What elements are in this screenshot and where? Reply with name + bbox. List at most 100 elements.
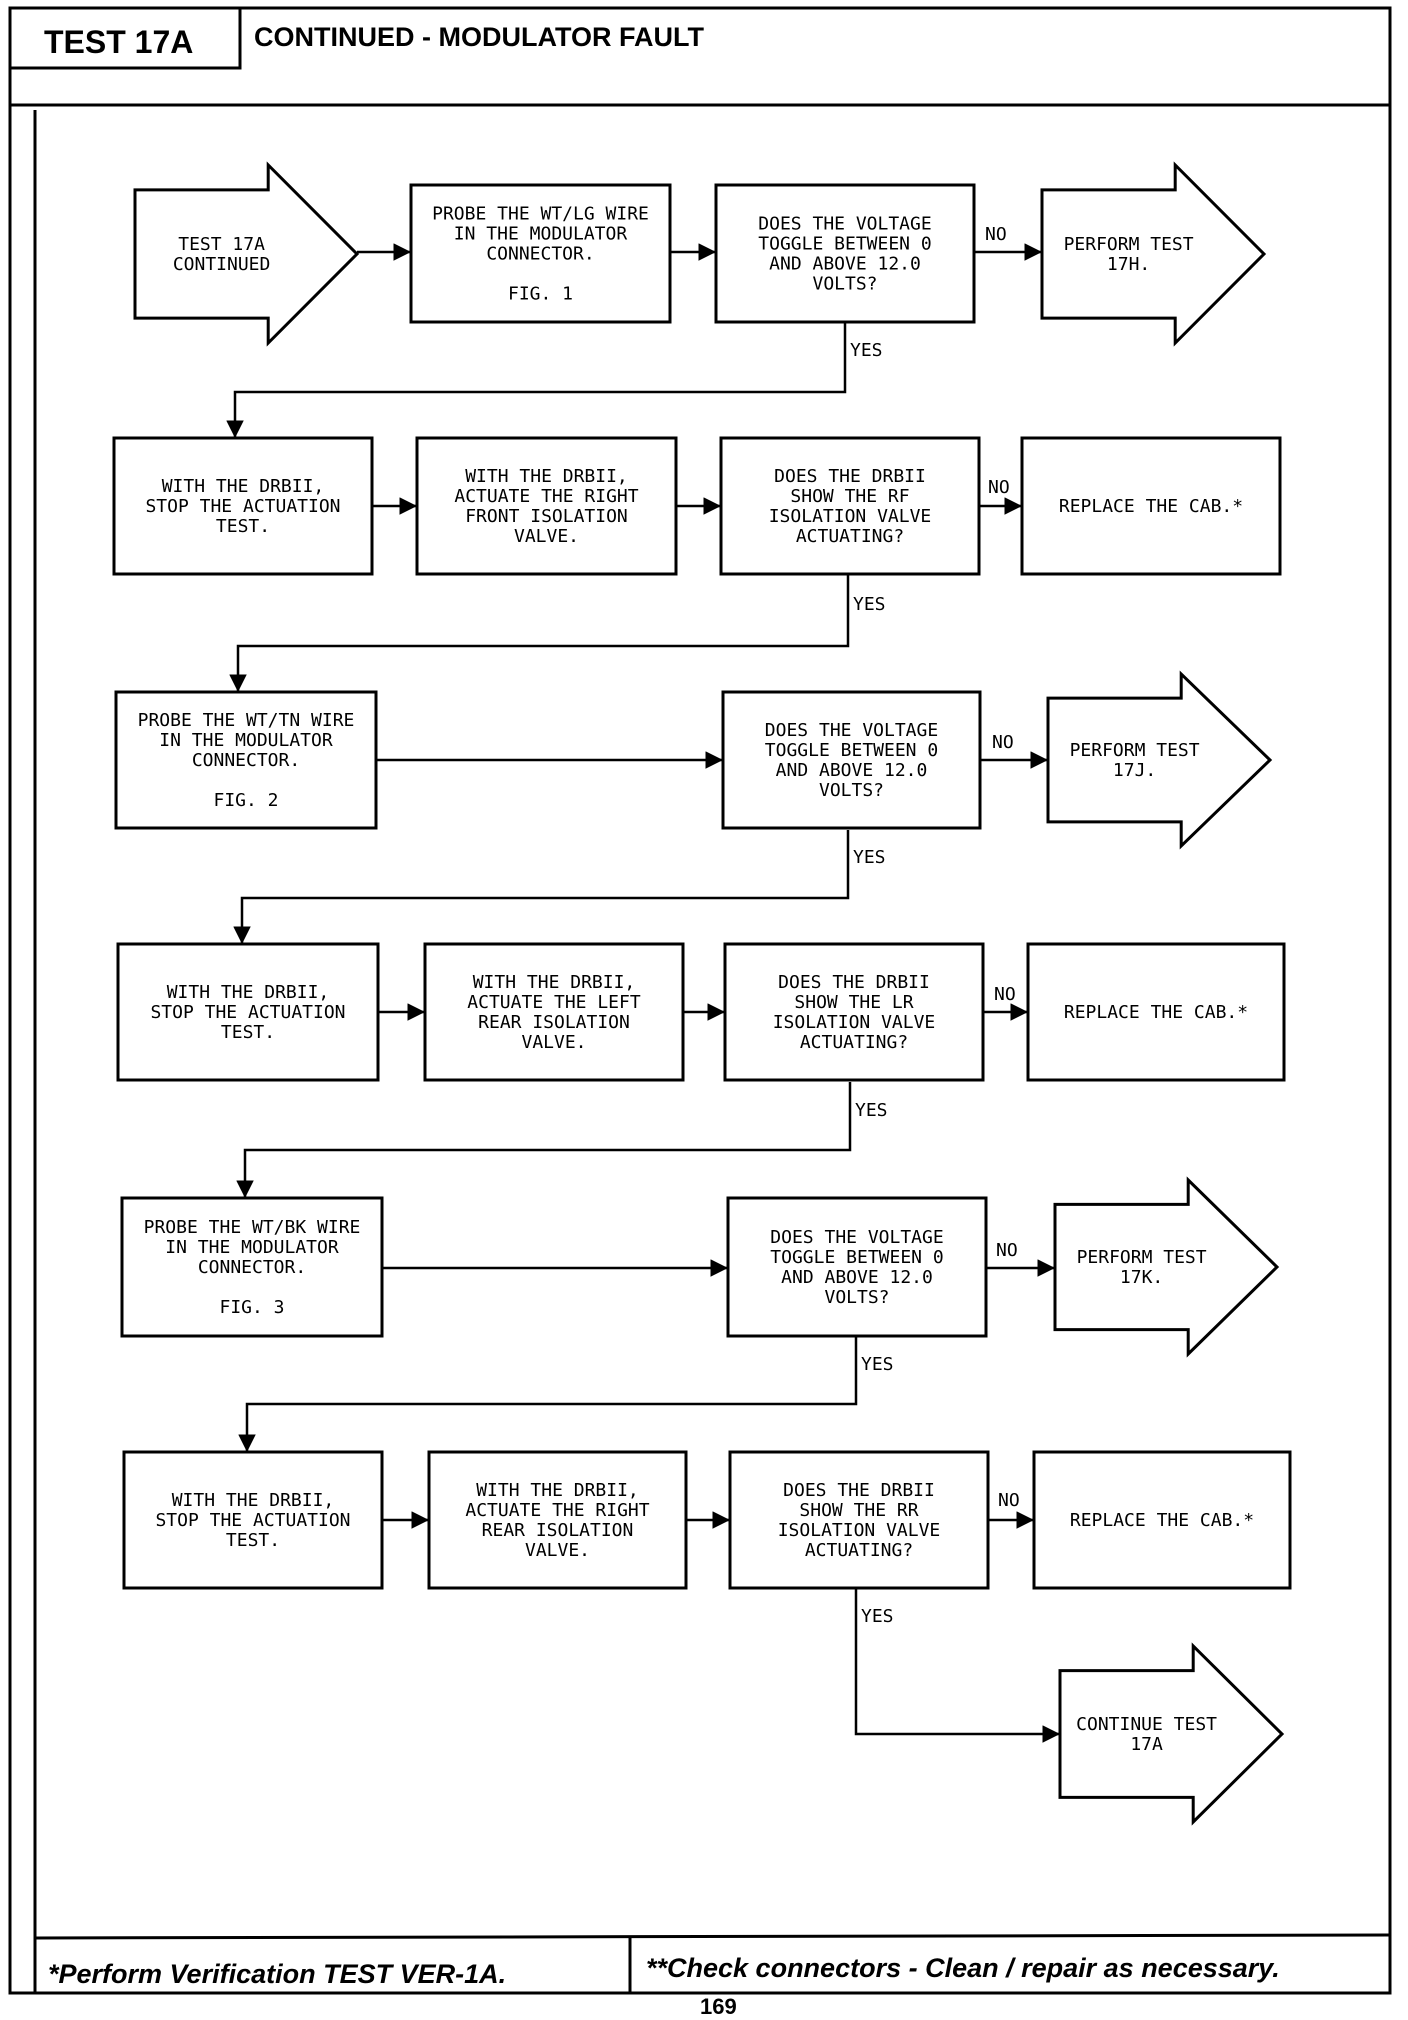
process-box-shape: [427, 1450, 688, 1590]
node-text-line: TEST.: [216, 516, 270, 537]
process-box-shape: [714, 183, 976, 324]
node-text-line: ACTUATE THE LEFT: [467, 992, 641, 1013]
edge-label-no-4: NO: [994, 984, 1016, 1005]
node-text-line: CONTINUE TEST: [1076, 1714, 1217, 1735]
node-text-line: PROBE THE WT/LG WIRE: [432, 204, 649, 225]
node-text-line: AND ABOVE 12.0: [781, 1267, 933, 1288]
node-text-line: FIG. 2: [213, 790, 278, 811]
edge-label-no-5: NO: [996, 1240, 1018, 1261]
process-box-shape: [112, 436, 374, 576]
node-text-line: STOP THE ACTUATION: [155, 1510, 350, 1531]
edge-label-yes-2: YES: [853, 594, 886, 615]
node-text-line: SHOW THE LR: [794, 992, 913, 1013]
node-text-line: WITH THE DRBII,: [172, 1490, 335, 1511]
node-text-line: AND ABOVE 12.0: [776, 760, 928, 781]
node-text-line: WITH THE DRBII,: [162, 476, 325, 497]
node-text-line: FIG. 1: [508, 284, 573, 305]
node-text-line: VOLTS?: [819, 780, 884, 801]
edge-label-no-1: NO: [985, 224, 1007, 245]
node-text-line: STOP THE ACTUATION: [145, 496, 340, 517]
edge-label-yes-6: YES: [861, 1606, 894, 1627]
process-box-shape: [409, 183, 672, 324]
node-text-line: PROBE THE WT/TN WIRE: [138, 710, 355, 731]
node-text-line: WITH THE DRBII,: [476, 1480, 639, 1501]
node-text-line: 17K.: [1120, 1267, 1163, 1288]
footer-verification-note: *Perform Verification TEST VER-1A.: [48, 1959, 506, 1989]
node-text-line: ACTUATING?: [796, 526, 904, 547]
node-text-line: ACTUATING?: [805, 1540, 913, 1561]
process-box-shape: [728, 1450, 990, 1590]
page-number: 169: [700, 1994, 737, 2019]
node-text-line: PROBE THE WT/BK WIRE: [144, 1217, 361, 1238]
node-text-line: WITH THE DRBII,: [465, 466, 628, 487]
node-text-line: DOES THE VOLTAGE: [765, 720, 938, 741]
node-text-line: REPLACE THE CAB.*: [1070, 1510, 1254, 1531]
node-text-line: CONNECTOR.: [192, 750, 300, 771]
node-text-line: 17H.: [1107, 254, 1150, 275]
node-text-line: SHOW THE RF: [790, 486, 909, 507]
node-text-line: SHOW THE RR: [799, 1500, 918, 1521]
process-box-shape: [723, 942, 985, 1082]
terminal-arrow-shape: [1046, 670, 1273, 850]
node-text-line: REPLACE THE CAB.*: [1064, 1002, 1248, 1023]
node-text-line: TEST.: [221, 1022, 275, 1043]
edge-q2-p3: [236, 1082, 852, 1198]
footer-divider-top: [34, 1933, 1391, 1940]
edge-label-yes-4: YES: [855, 1100, 888, 1121]
node-text-line: TOGGLE BETWEEN 0: [770, 1247, 943, 1268]
node-text-line: ACTUATE THE RIGHT: [465, 1500, 649, 1521]
node-text-line: IN THE MODULATOR: [159, 730, 333, 751]
node-text-line: PERFORM TEST: [1064, 234, 1194, 255]
test-id-box: [8, 6, 242, 70]
edge-q1-p2: [229, 574, 850, 692]
node-text-line: ACTUATE THE RIGHT: [454, 486, 638, 507]
node-text-line: VALVE.: [521, 1032, 586, 1053]
node-text-line: REAR ISOLATION: [478, 1012, 630, 1033]
process-box-shape: [721, 690, 982, 830]
node-text-line: CONTINUED: [173, 254, 271, 275]
process-box-shape: [726, 1196, 988, 1338]
process-box-shape: [1032, 1450, 1292, 1590]
node-text-line: DOES THE VOLTAGE: [770, 1227, 943, 1248]
node-r1: REPLACE THE CAB.*: [1020, 436, 1282, 576]
node-r3: REPLACE THE CAB.*: [1032, 1450, 1292, 1590]
node-text-line: 17J.: [1113, 760, 1156, 781]
page-frame: [8, 6, 1392, 1995]
node-text-line: TEST 17A: [178, 234, 265, 255]
process-box-shape: [120, 1196, 384, 1338]
terminal-arrow-shape: [1058, 1642, 1285, 1826]
node-text-line: ISOLATION VALVE: [778, 1520, 941, 1541]
node-text-line: STOP THE ACTUATION: [150, 1002, 345, 1023]
edge-label-no-2: NO: [988, 477, 1010, 498]
node-text-line: 17A: [1130, 1734, 1163, 1755]
edge-label-no-6: NO: [998, 1490, 1020, 1511]
process-box-shape: [415, 436, 678, 576]
test-id: TEST 17A: [44, 24, 193, 60]
process-box-shape: [122, 1450, 384, 1590]
node-text-line: VALVE.: [514, 526, 579, 547]
node-text-line: IN THE MODULATOR: [165, 1237, 339, 1258]
footer-connector-note: **Check connectors - Clean / repair as n…: [646, 1953, 1280, 1983]
node-text-line: DOES THE DRBII: [783, 1480, 935, 1501]
node-text-line: DOES THE DRBII: [774, 466, 926, 487]
node-text-line: AND ABOVE 12.0: [769, 254, 921, 275]
process-box-shape: [1020, 436, 1282, 576]
edge-d3-s3: [238, 1336, 858, 1452]
